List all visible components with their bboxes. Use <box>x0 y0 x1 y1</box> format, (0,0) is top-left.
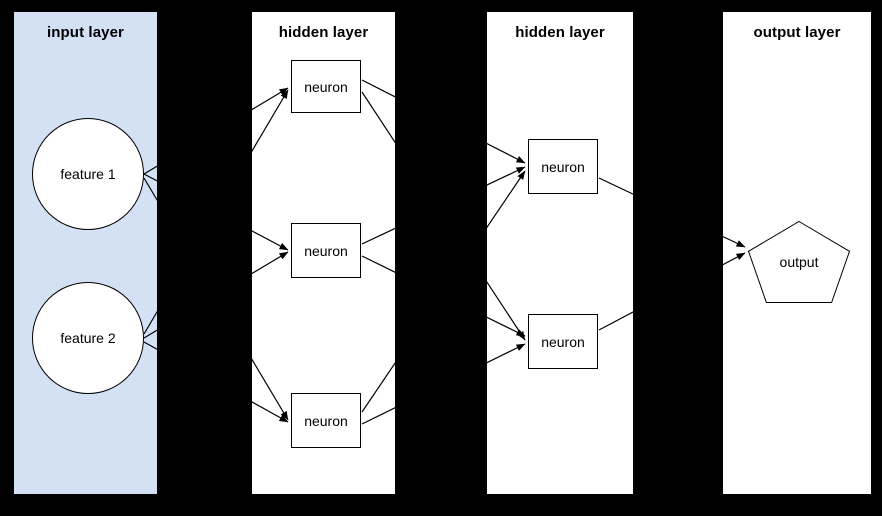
node-feature-2[interactable]: feature 2 <box>32 282 144 394</box>
node-hidden1-neuron-2[interactable]: neuron <box>291 223 361 278</box>
pentagon-shape <box>748 221 850 303</box>
layer-title-hidden-1: hidden layer <box>278 24 369 41</box>
node-output-node[interactable]: output <box>748 221 850 303</box>
node-hidden1-neuron-1[interactable]: neuron <box>291 60 361 113</box>
node-label-hidden1-neuron-2: neuron <box>304 242 348 259</box>
node-label-hidden2-neuron-2: neuron <box>541 333 585 350</box>
gutter-1 <box>396 0 486 516</box>
node-label-hidden1-neuron-1: neuron <box>304 78 348 95</box>
node-hidden1-neuron-3[interactable]: neuron <box>291 393 361 448</box>
node-label-output-node: output <box>779 254 819 270</box>
layer-title-output: output layer <box>753 24 841 41</box>
gutter-4 <box>0 0 13 516</box>
node-label-feature-1: feature 1 <box>60 166 116 182</box>
node-hidden2-neuron-2[interactable]: neuron <box>528 314 598 369</box>
gutter-2 <box>634 0 722 516</box>
node-label-feature-2: feature 2 <box>60 330 116 346</box>
layer-title-input: input layer <box>47 24 124 41</box>
gutter-3 <box>872 0 882 516</box>
layer-panel-hidden-2: hidden layer <box>486 11 634 495</box>
node-feature-1[interactable]: feature 1 <box>32 118 144 230</box>
node-label-hidden1-neuron-3: neuron <box>304 412 348 429</box>
layer-panel-input: input layer <box>13 11 158 495</box>
layer-title-hidden-2: hidden layer <box>515 24 605 41</box>
node-label-hidden2-neuron-1: neuron <box>541 158 585 175</box>
gutter-0 <box>158 0 251 516</box>
node-hidden2-neuron-1[interactable]: neuron <box>528 139 598 194</box>
